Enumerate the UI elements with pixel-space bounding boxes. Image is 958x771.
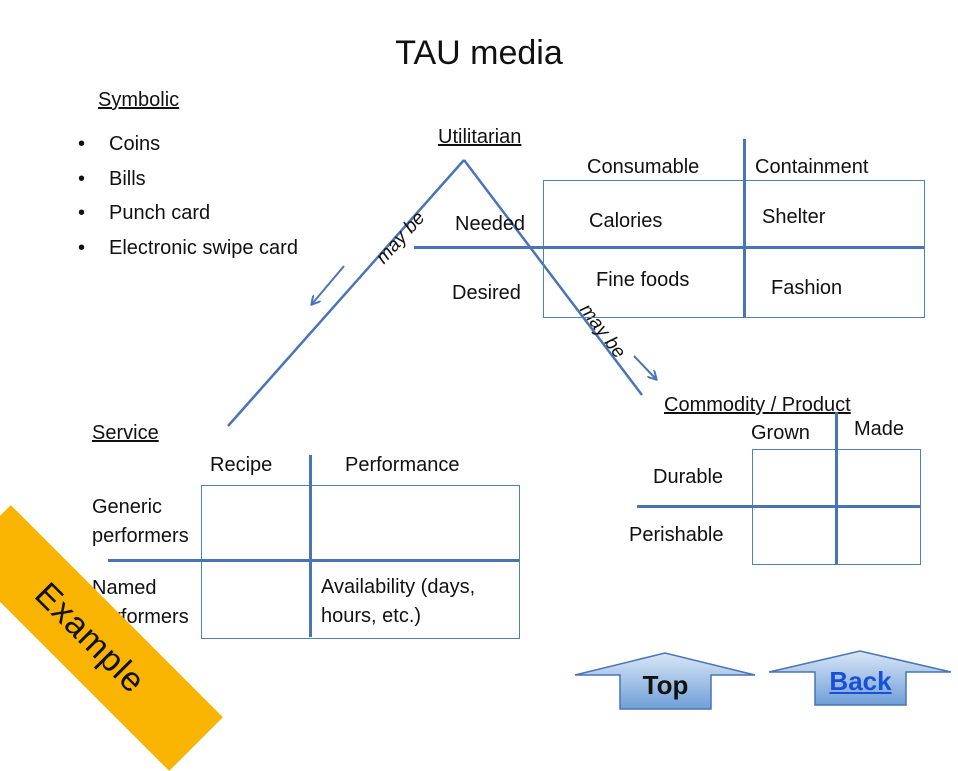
list-item: Punch card [78, 198, 298, 233]
commodity-h-divider [637, 505, 920, 508]
service-heading: Service [92, 422, 159, 444]
cell-calories: Calories [589, 210, 663, 232]
commodity-v-divider [835, 412, 838, 564]
cell-shelter: Shelter [762, 206, 826, 228]
symbolic-heading: Symbolic [98, 89, 180, 111]
up-arrow-icon [768, 650, 952, 706]
utilitarian-h-divider [414, 246, 924, 249]
back-link[interactable]: Back [829, 666, 892, 696]
cell-availability: Availability (days, hours, etc.) [321, 576, 476, 627]
commodity-row-durable: Durable [653, 466, 724, 488]
utilitarian-col-consumable: Consumable [587, 156, 700, 178]
commodity-col-made: Made [854, 418, 905, 440]
service-col-recipe: Recipe [210, 454, 273, 476]
utilitarian-row-desired: Desired [452, 282, 521, 304]
list-item: Bills [78, 164, 298, 199]
commodity-heading: Commodity / Product [664, 394, 851, 416]
list-item: Electronic swipe card [78, 233, 298, 268]
page-title: TAU media [395, 34, 563, 72]
utilitarian-grid [543, 180, 925, 318]
top-button[interactable]: Top [574, 652, 756, 710]
commodity-col-grown: Grown [751, 422, 810, 444]
cell-fine-foods: Fine foods [596, 269, 690, 291]
back-button[interactable]: Back [768, 650, 952, 706]
service-v-divider [309, 455, 312, 637]
service-arrow [312, 265, 345, 304]
service-h-divider [108, 559, 519, 562]
connector-lines [227, 159, 958, 427]
utilitarian-row-needed: Needed [455, 213, 526, 235]
service-row-generic: Generic performers [92, 496, 189, 547]
utilitarian-to-service-line [227, 159, 465, 427]
cell-fashion: Fashion [771, 277, 843, 299]
up-arrow-icon [574, 652, 756, 710]
symbolic-list: Coins Bills Punch card Electronic swipe … [78, 129, 298, 267]
utilitarian-col-containment: Containment [755, 156, 869, 178]
service-col-performance: Performance [345, 454, 460, 476]
top-button-label: Top [642, 670, 689, 700]
commodity-arrow [633, 355, 656, 379]
utilitarian-heading: Utilitarian [438, 126, 522, 148]
commodity-row-perishable: Perishable [629, 524, 724, 546]
service-grid [201, 485, 520, 639]
list-item: Coins [78, 129, 298, 164]
utilitarian-v-divider [743, 139, 746, 318]
utilitarian-to-commodity-line [463, 159, 643, 396]
